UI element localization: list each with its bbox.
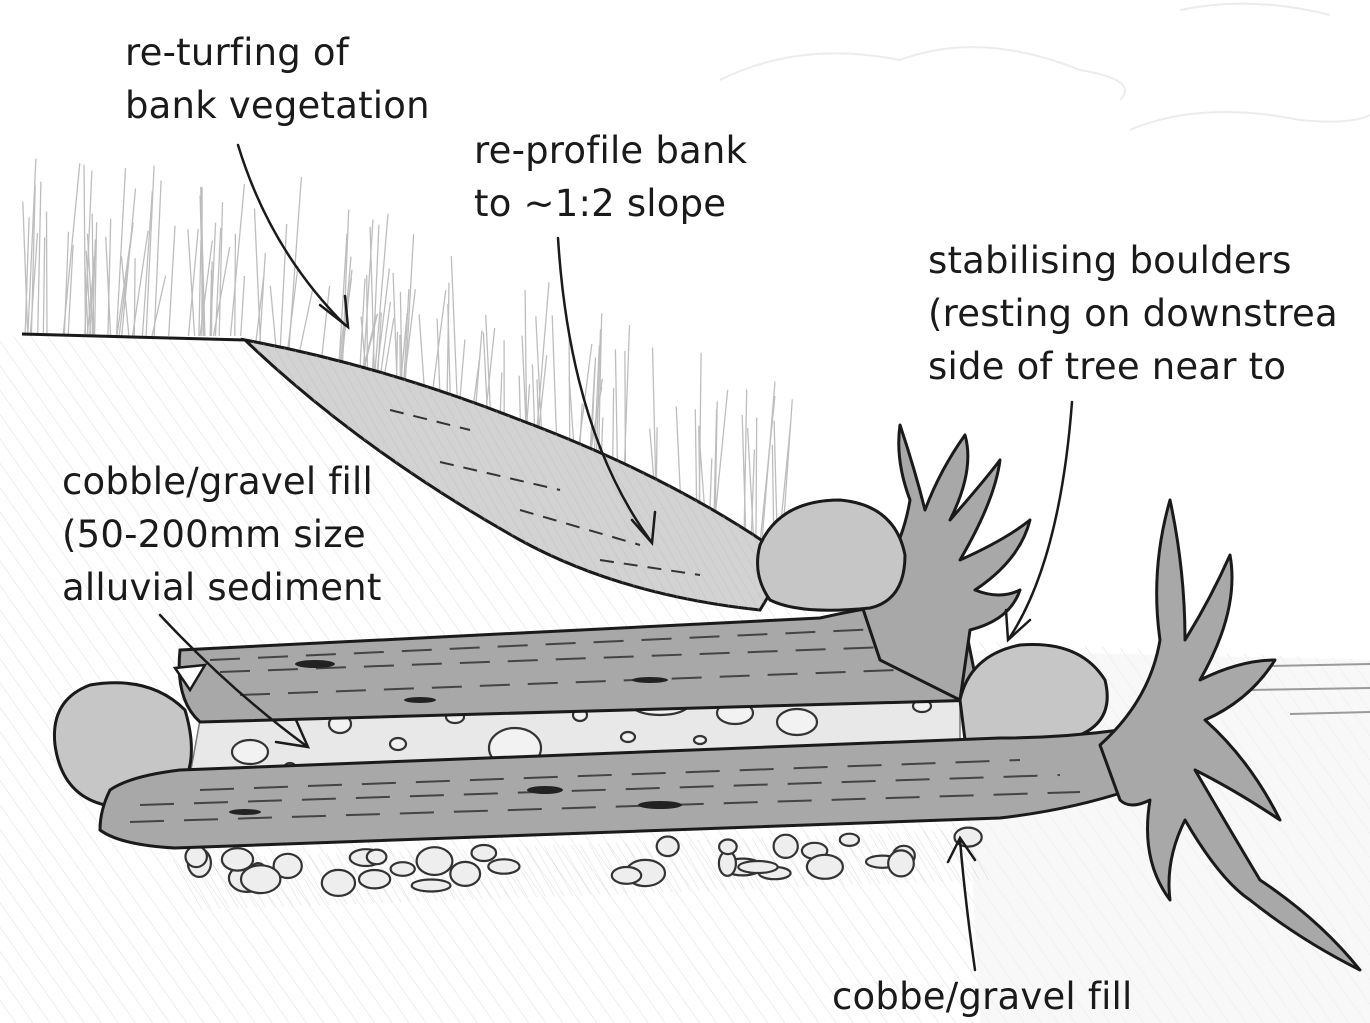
gravel-stone — [738, 861, 777, 873]
label-cobble-fill: cobble/gravel fill (50-200mm size alluvi… — [62, 455, 382, 614]
label-returfing-line2: bank vegetation — [125, 79, 430, 132]
grass-blade — [199, 240, 201, 336]
label-boulders: stabilising boulders (resting on downstr… — [928, 234, 1338, 393]
grass-blade — [134, 258, 135, 336]
grass-blade — [169, 226, 175, 336]
gravel-stone — [612, 867, 641, 884]
grass-blade — [756, 418, 757, 551]
gravel-stone — [391, 862, 415, 876]
grass-blade — [219, 202, 222, 336]
gravel-stone — [807, 855, 843, 879]
boulder-upper — [758, 500, 905, 610]
label-bottom-fill-line1: cobbe/gravel fill — [832, 970, 1133, 1023]
label-returfing-line1: re-turfing of — [125, 26, 430, 79]
grass-blade — [235, 234, 236, 336]
grass-blade — [270, 286, 276, 349]
grass-blade — [84, 165, 86, 336]
label-boulders-line1: stabilising boulders — [928, 234, 1338, 287]
gravel-stone — [774, 835, 798, 858]
gravel-stone — [186, 846, 207, 867]
label-boulders-line2: (resting on downstrea — [928, 287, 1338, 340]
grass-blade — [287, 266, 298, 354]
grass-blade — [38, 182, 41, 336]
gravel-stone — [450, 862, 480, 886]
label-cobble-fill-line3: alluvial sediment — [62, 561, 382, 614]
gravel-stone — [888, 850, 914, 876]
label-reprofile-line1: re-profile bank — [474, 124, 747, 177]
grass-blade — [43, 237, 44, 336]
gravel-stone — [241, 865, 280, 893]
label-cobble-fill-line1: cobble/gravel fill — [62, 455, 382, 508]
sky-clouds — [720, 4, 1370, 130]
grass-blade — [47, 212, 48, 336]
gravel-stone — [412, 880, 451, 892]
gravel-stone — [955, 828, 982, 847]
gravel-stone — [657, 837, 679, 857]
label-returfing: re-turfing of bank vegetation — [125, 26, 430, 132]
label-bottom-fill: cobbe/gravel fill — [832, 970, 1133, 1023]
gravel-stone — [359, 870, 390, 888]
label-reprofile: re-profile bank to ~1:2 slope — [474, 124, 747, 230]
gravel-stone — [417, 847, 453, 875]
grass-blade — [255, 209, 261, 343]
gravel-stone — [322, 870, 355, 896]
grass-blade — [212, 261, 213, 336]
gravel-stone — [840, 834, 859, 846]
grass-blade — [95, 222, 97, 336]
label-boulders-line3: side of tree near to — [928, 340, 1338, 393]
grass-blade — [146, 166, 154, 336]
label-reprofile-line2: to ~1:2 slope — [474, 177, 747, 230]
gravel-stone — [719, 840, 737, 855]
gravel-stone — [488, 859, 519, 873]
gravel-stone — [472, 845, 497, 861]
gravel-stone — [367, 850, 387, 865]
grass-blade — [241, 276, 245, 336]
grass-blade — [298, 289, 313, 358]
label-cobble-fill-line2: (50-200mm size — [62, 508, 382, 561]
